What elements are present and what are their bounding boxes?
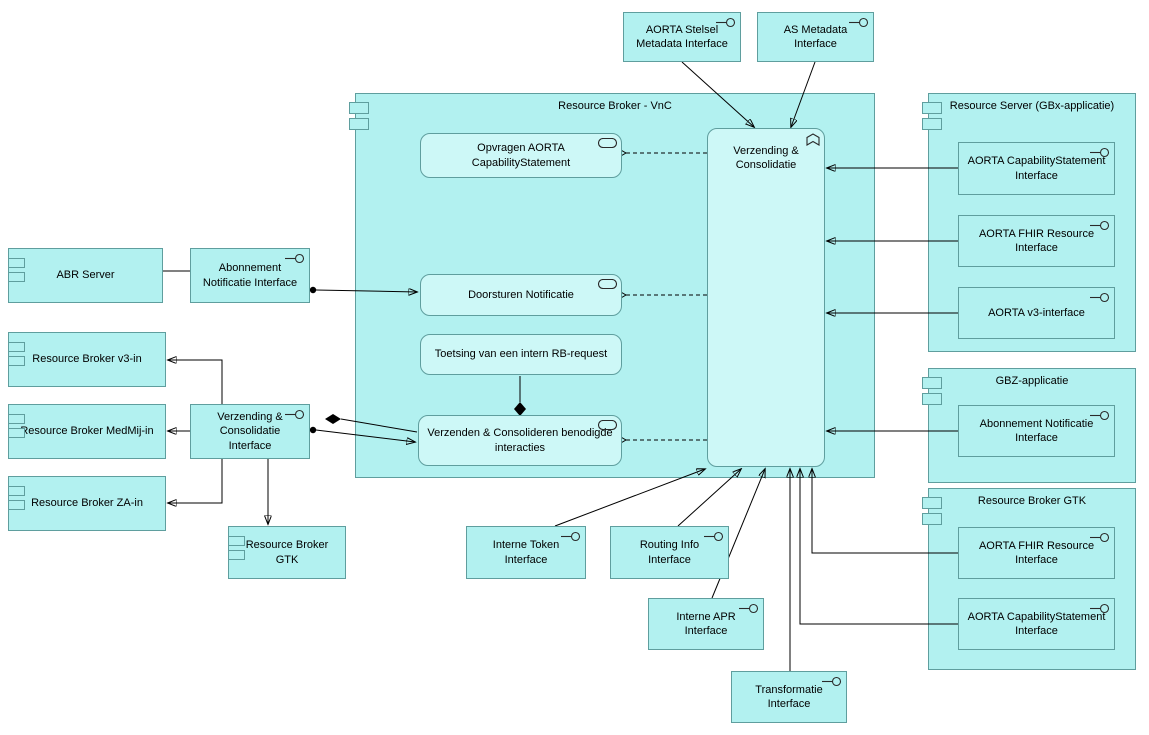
node-toetsing-intern-rb-request[interactable]: Toetsing van een intern RB-request xyxy=(420,334,622,375)
component-icon xyxy=(8,414,25,442)
node-opvragen-aorta-capabilitystatement[interactable]: Opvragen AORTA CapabilityStatement xyxy=(420,133,622,178)
node-label: Routing Info Interface xyxy=(639,539,700,566)
node-abr-server[interactable]: ABR Server xyxy=(8,248,163,303)
rel-interne-token-to-vnc xyxy=(554,469,705,527)
application-service-icon xyxy=(597,278,618,290)
node-verzending-consolidatie[interactable]: Verzending & Consolidatie xyxy=(707,128,825,467)
interface-lollipop-icon xyxy=(1090,410,1110,421)
container-title: Resource Broker GTK xyxy=(977,495,1087,507)
node-label: Opvragen AORTA CapabilityStatement xyxy=(471,142,571,169)
node-rs-aorta-fhir-resource-interface[interactable]: AORTA FHIR Resource Interface xyxy=(958,215,1115,267)
node-gtk-aorta-fhir-resource-interface[interactable]: AORTA FHIR Resource Interface xyxy=(958,527,1115,579)
node-doorsturen-notificatie[interactable]: Doorsturen Notificatie xyxy=(420,274,622,316)
node-label: Interne APR Interface xyxy=(676,610,736,637)
node-label: AS Metadata Interface xyxy=(783,23,848,50)
composition-diamond xyxy=(514,402,526,416)
node-label: ABR Server xyxy=(56,269,115,282)
container-title: Resource Broker - VnC xyxy=(558,100,672,112)
interface-lollipop-icon xyxy=(1090,603,1110,614)
application-function-icon xyxy=(806,133,820,146)
interface-lollipop-icon xyxy=(704,531,724,542)
rel-as-metadata-to-vnc xyxy=(791,61,816,127)
application-service-icon xyxy=(597,137,618,149)
component-icon xyxy=(922,102,942,134)
node-rs-aorta-v3-interface[interactable]: AORTA v3-interface xyxy=(958,287,1115,339)
node-label: Verzending & Consolidatie xyxy=(733,145,799,172)
node-abonnement-notificatie-interface[interactable]: Abonnement Notificatie Interface xyxy=(190,248,310,303)
rel-gtk-fhir-to-vnc xyxy=(812,469,958,554)
node-gtk-aorta-capabilitystatement-interface[interactable]: AORTA CapabilityStatement Interface xyxy=(958,598,1115,650)
rel-gtk-cap-to-vnc xyxy=(800,469,958,625)
node-label: Verzenden & Consolideren benodigde inter… xyxy=(427,427,613,454)
node-rs-aorta-capabilitystatement-interface[interactable]: AORTA CapabilityStatement Interface xyxy=(958,142,1115,195)
interface-lollipop-icon xyxy=(1090,147,1110,158)
node-label: Verzending & Consolidatie Interface xyxy=(217,411,283,452)
rel-routing-info-to-vnc xyxy=(677,469,741,527)
interface-lollipop-icon xyxy=(739,603,759,614)
node-as-metadata-interface[interactable]: AS Metadata Interface xyxy=(757,12,874,62)
interface-lollipop-icon xyxy=(822,676,842,687)
node-gbz-abonnement-notificatie-interface[interactable]: Abonnement Notificatie Interface xyxy=(958,405,1115,457)
node-label: Abonnement Notificatie Interface xyxy=(979,417,1094,444)
node-transformatie-interface[interactable]: Transformatie Interface xyxy=(731,671,847,723)
component-icon xyxy=(228,536,245,564)
node-resource-broker-za-in[interactable]: Resource Broker ZA-in xyxy=(8,476,166,531)
interface-lollipop-icon xyxy=(716,17,736,28)
node-interne-apr-interface[interactable]: Interne APR Interface xyxy=(648,598,764,650)
node-label: Doorsturen Notificatie xyxy=(468,288,574,301)
application-service-icon xyxy=(597,419,618,431)
node-label: AORTA FHIR Resource Interface xyxy=(978,539,1095,566)
component-icon xyxy=(8,342,25,370)
node-label: AORTA FHIR Resource Interface xyxy=(978,227,1095,254)
rel-aorta-stelsel-to-vnc xyxy=(681,61,754,127)
rel-vc-interface-to-zain xyxy=(168,459,223,503)
node-label: AORTA v3-interface xyxy=(988,306,1085,319)
component-icon xyxy=(922,377,942,409)
interface-lollipop-icon xyxy=(285,253,305,264)
node-aorta-stelsel-metadata-interface[interactable]: AORTA Stelsel Metadata Interface xyxy=(623,12,741,62)
node-label: Toetsing van een intern RB-request xyxy=(434,348,608,361)
node-label: Resource Broker MedMij-in xyxy=(20,425,154,438)
node-verzenden-consolideren[interactable]: Verzenden & Consolideren benodigde inter… xyxy=(418,415,622,466)
node-label: Resource Broker ZA-in xyxy=(31,497,143,510)
node-label: Resource Broker v3-in xyxy=(32,353,142,366)
container-title: Resource Server (GBx-applicatie) xyxy=(949,100,1115,112)
node-verzending-consolidatie-interface[interactable]: Verzending & Consolidatie Interface xyxy=(190,404,310,459)
component-icon xyxy=(922,497,942,529)
component-icon xyxy=(8,486,25,514)
interface-lollipop-icon xyxy=(1090,220,1110,231)
node-label: Abonnement Notificatie Interface xyxy=(202,262,298,289)
node-label: Transformatie Interface xyxy=(755,683,823,710)
node-resource-broker-gtk-small[interactable]: Resource Broker GTK xyxy=(228,526,346,579)
interface-lollipop-icon xyxy=(849,17,869,28)
interface-lollipop-icon xyxy=(1090,532,1110,543)
node-label: AORTA CapabilityStatement Interface xyxy=(967,155,1106,182)
component-icon xyxy=(8,258,25,286)
interface-lollipop-icon xyxy=(561,531,581,542)
interface-lollipop-icon xyxy=(1090,292,1110,303)
node-label: AORTA Stelsel Metadata Interface xyxy=(636,23,728,50)
composition-diamond xyxy=(325,414,341,424)
node-label: Interne Token Interface xyxy=(492,539,560,566)
node-routing-info-interface[interactable]: Routing Info Interface xyxy=(610,526,729,579)
rel-vc-interface-composition xyxy=(340,418,418,433)
assignment-ball xyxy=(309,286,317,294)
rel-vc-interface-to-v3in xyxy=(168,360,223,404)
node-interne-token-interface[interactable]: Interne Token Interface xyxy=(466,526,586,579)
container-title: GBZ-applicatie xyxy=(995,375,1069,387)
node-resource-broker-medmij-in[interactable]: Resource Broker MedMij-in xyxy=(8,404,166,459)
node-resource-broker-v3-in[interactable]: Resource Broker v3-in xyxy=(8,332,166,387)
rel-abonnement-to-doorsturen xyxy=(315,290,417,292)
node-label: AORTA CapabilityStatement Interface xyxy=(967,610,1106,637)
component-icon xyxy=(349,102,369,134)
assignment-ball xyxy=(309,426,317,434)
node-label: Resource Broker GTK xyxy=(245,539,329,566)
interface-lollipop-icon xyxy=(285,409,305,420)
rel-vc-interface-to-verzenden xyxy=(315,429,415,442)
